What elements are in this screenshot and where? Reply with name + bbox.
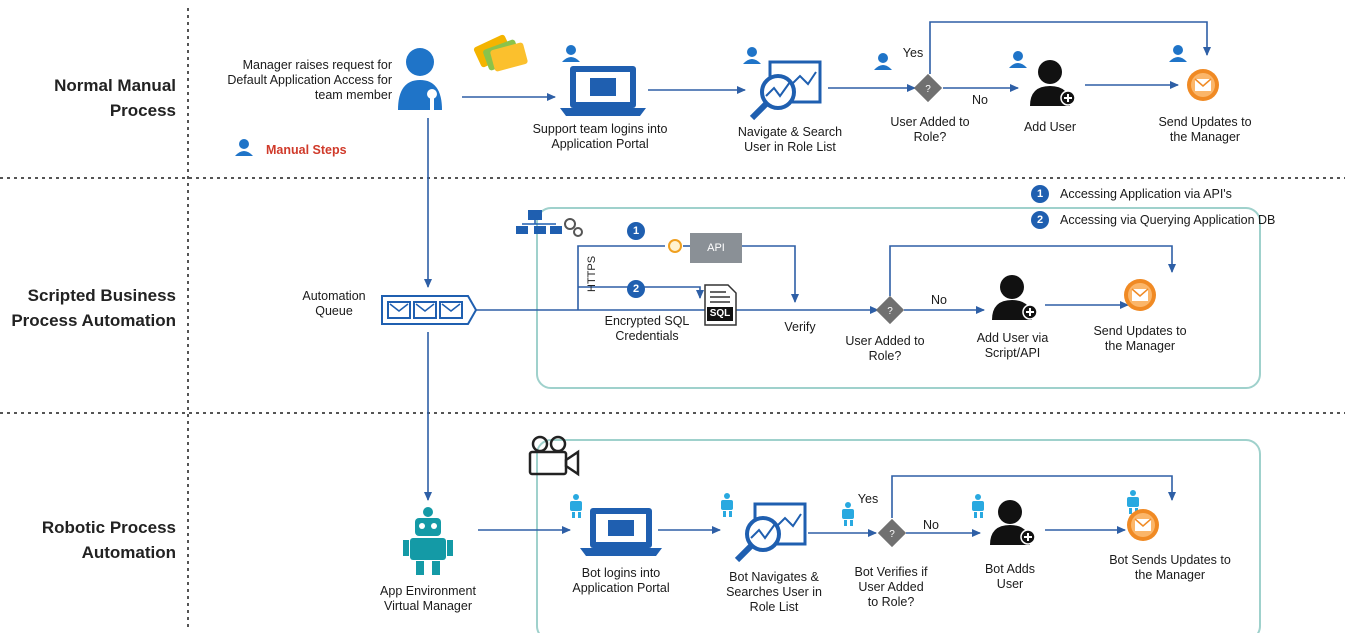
bot-sends-label: Bot Sends Updates to the Manager xyxy=(1109,553,1231,582)
search-chart-icon xyxy=(749,60,822,121)
decision-diamond-icon: ? xyxy=(913,73,943,103)
lane-dividers xyxy=(0,8,1345,630)
no-label: No xyxy=(923,518,939,532)
navigate-search-label: Navigate & Search User in Role List xyxy=(737,125,843,154)
virtual-manager-label: App Environment Virtual Manager xyxy=(380,584,476,613)
yes-label: Yes xyxy=(902,46,924,60)
manager-key-icon xyxy=(398,48,442,112)
legend-db-label: Accessing via Querying Application DB xyxy=(1060,213,1276,227)
yes-label: Yes xyxy=(857,492,879,506)
video-camera-icon xyxy=(528,435,580,477)
path-badge-2: 2 xyxy=(627,280,645,298)
lane-title-scripted: Scripted Business Process Automation xyxy=(11,286,176,330)
manual-step-person-icon xyxy=(235,45,1187,156)
scripted-container xyxy=(536,207,1261,389)
search-chart-icon xyxy=(734,502,807,563)
add-user-script-label: Add User via Script/API xyxy=(976,331,1049,360)
add-user-icon xyxy=(990,500,1036,545)
send-updates-label: Send Updates to the Manager xyxy=(1093,324,1187,353)
queue-icon xyxy=(381,295,478,325)
https-label: HTTPS xyxy=(586,256,598,292)
user-added-label: User Added to Role? xyxy=(845,334,925,363)
sql-file-label: SQL xyxy=(707,307,733,321)
no-label: No xyxy=(972,93,988,107)
email-icon xyxy=(1187,69,1219,101)
laptop-icon xyxy=(580,508,662,556)
legend-badge-2: 2 xyxy=(1031,211,1049,229)
network-hierarchy-icon xyxy=(516,210,583,237)
svg-text:?: ? xyxy=(889,529,895,540)
add-user-label: Add User xyxy=(1023,120,1077,134)
user-added-label: User Added to Role? xyxy=(890,115,970,144)
send-updates-label: Send Updates to the Manager xyxy=(1158,115,1252,144)
legend-api-label: Accessing Application via API's xyxy=(1060,187,1232,201)
bot-verifies-label: Bot Verifies if User Added to Role? xyxy=(854,565,928,609)
encrypted-sql-label: Encrypted SQL Credentials xyxy=(604,314,690,343)
bot-navigate-label: Bot Navigates & Searches User in Role Li… xyxy=(726,570,822,614)
verify-label: Verify xyxy=(784,320,816,334)
lane-title-normal: Normal Manual Process xyxy=(54,76,176,120)
decision-diamond-icon: ? xyxy=(875,295,905,325)
robot-icon xyxy=(403,507,453,575)
svg-text:?: ? xyxy=(925,84,931,95)
no-label: No xyxy=(931,293,947,307)
manual-steps-label: Manual Steps xyxy=(266,143,347,157)
bot-adds-label: Bot Adds User xyxy=(984,562,1036,591)
support-login-label: Support team logins into Application Por… xyxy=(532,122,668,151)
robotic-container xyxy=(536,439,1261,633)
add-user-icon xyxy=(992,275,1038,320)
email-icon xyxy=(1127,509,1159,541)
manager-request-label: Manager raises request for Default Appli… xyxy=(227,58,392,102)
laptop-icon xyxy=(560,66,646,116)
svg-text:?: ? xyxy=(887,306,893,317)
bot-login-label: Bot logins into Application Portal xyxy=(572,566,670,595)
flow-arrows xyxy=(424,21,1211,537)
path-badge-1: 1 xyxy=(627,222,645,240)
ticket-icon xyxy=(473,34,528,72)
automation-queue-label: Automation Queue xyxy=(302,289,366,318)
connector-dot-icon xyxy=(668,239,682,253)
api-box: API xyxy=(690,233,742,263)
email-icon xyxy=(1124,279,1156,311)
lane-title-robotic: Robotic Process Automation xyxy=(41,518,176,562)
decision-diamond-icon: ? xyxy=(877,518,907,548)
legend-badge-1: 1 xyxy=(1031,185,1049,203)
bot-marker-icon xyxy=(570,490,1139,526)
add-user-icon xyxy=(1030,60,1076,106)
